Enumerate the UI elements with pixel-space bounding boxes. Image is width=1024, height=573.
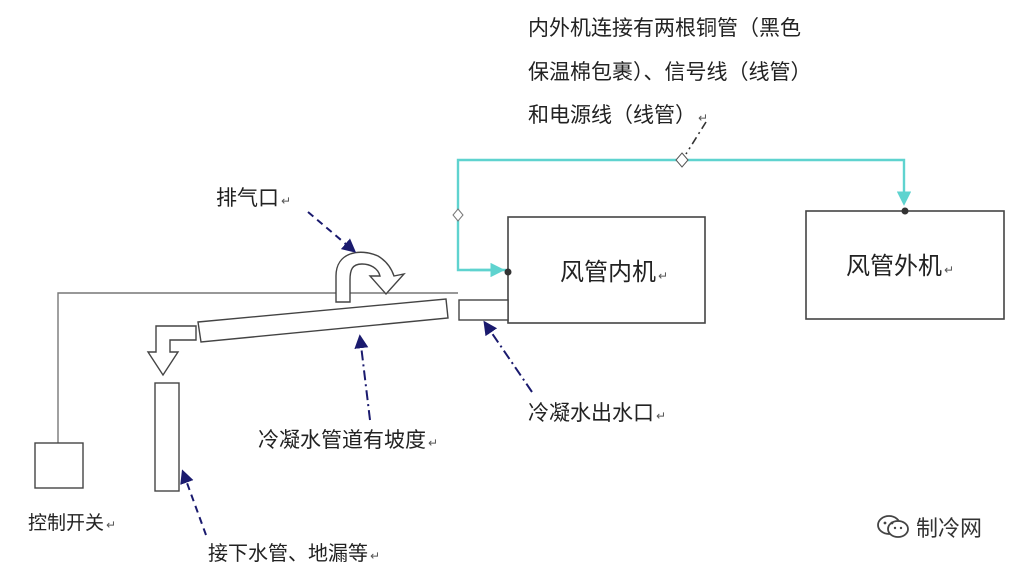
connection-note-line2: 保温棉包裹）、信号线（线管）	[528, 57, 812, 87]
indoor-connection-dot	[504, 268, 512, 276]
wechat-icon	[877, 515, 909, 538]
paragraph-mark: ↵	[658, 269, 669, 283]
outdoor-unit-label: 风管外机↵	[846, 251, 954, 285]
paragraph-mark: ↵	[370, 549, 381, 563]
control-switch-text: 控制开关	[28, 512, 105, 534]
condensate-outlet-stub	[458, 299, 509, 321]
condensate-outlet-text: 冷凝水出水口	[528, 401, 654, 425]
exhaust-port-label: 排气口↵	[216, 183, 291, 216]
outdoor-connection-dot	[901, 207, 909, 215]
watermark: 制冷网	[876, 511, 982, 543]
condensate-outlet-label: 冷凝水出水口↵	[528, 398, 666, 431]
indoor-unit-box	[507, 216, 706, 324]
watermark-text: 制冷网	[916, 517, 983, 542]
exhaust-port-text: 排气口	[216, 186, 279, 210]
pointer-drain	[180, 469, 207, 536]
slope-note-text: 冷凝水管道有坡度	[258, 428, 426, 452]
control-switch-box	[34, 442, 84, 489]
pointer-outlet	[483, 320, 533, 393]
connection-note-line1: 内外机连接有两根铜管（黑色	[528, 13, 801, 43]
paragraph-mark: ↵	[698, 111, 709, 125]
exhaust-curved-arrow	[335, 251, 406, 303]
paragraph-mark: ↵	[944, 263, 955, 277]
paragraph-mark: ↵	[428, 436, 439, 450]
paragraph-mark: ↵	[106, 518, 117, 532]
drain-connect-text: 接下水管、地漏等	[208, 541, 368, 565]
pointer-slope	[354, 334, 371, 421]
control-switch-label: 控制开关↵	[28, 508, 116, 540]
pointer-exhaust	[307, 211, 357, 253]
drain-elbow-arrow	[146, 325, 197, 377]
paragraph-mark: ↵	[281, 194, 292, 208]
slope-note-label: 冷凝水管道有坡度↵	[258, 425, 438, 458]
outdoor-unit-box	[805, 210, 1005, 320]
connection-note-line3: 和电源线（线管）↵	[528, 100, 708, 133]
drain-connect-label: 接下水管、地漏等↵	[208, 538, 380, 571]
connection-note-line3-text: 和电源线（线管）	[528, 103, 696, 127]
paragraph-mark: ↵	[656, 409, 667, 423]
pointer-connection	[685, 121, 707, 155]
control-wire	[57, 292, 458, 443]
connection-diamond-left	[452, 208, 464, 222]
vertical-drain-pipe	[154, 382, 180, 492]
outdoor-unit-text: 风管外机	[846, 252, 942, 280]
connection-diamond-top	[675, 152, 689, 168]
sloped-condensate-pipe	[197, 298, 449, 343]
indoor-unit-text: 风管内机	[560, 258, 656, 286]
connection-note-line1-text: 内外机连接有两根铜管（黑色	[528, 16, 801, 40]
connection-note-line2-text: 保温棉包裹）、信号线（线管）	[528, 60, 812, 84]
indoor-unit-label: 风管内机↵	[560, 257, 668, 291]
